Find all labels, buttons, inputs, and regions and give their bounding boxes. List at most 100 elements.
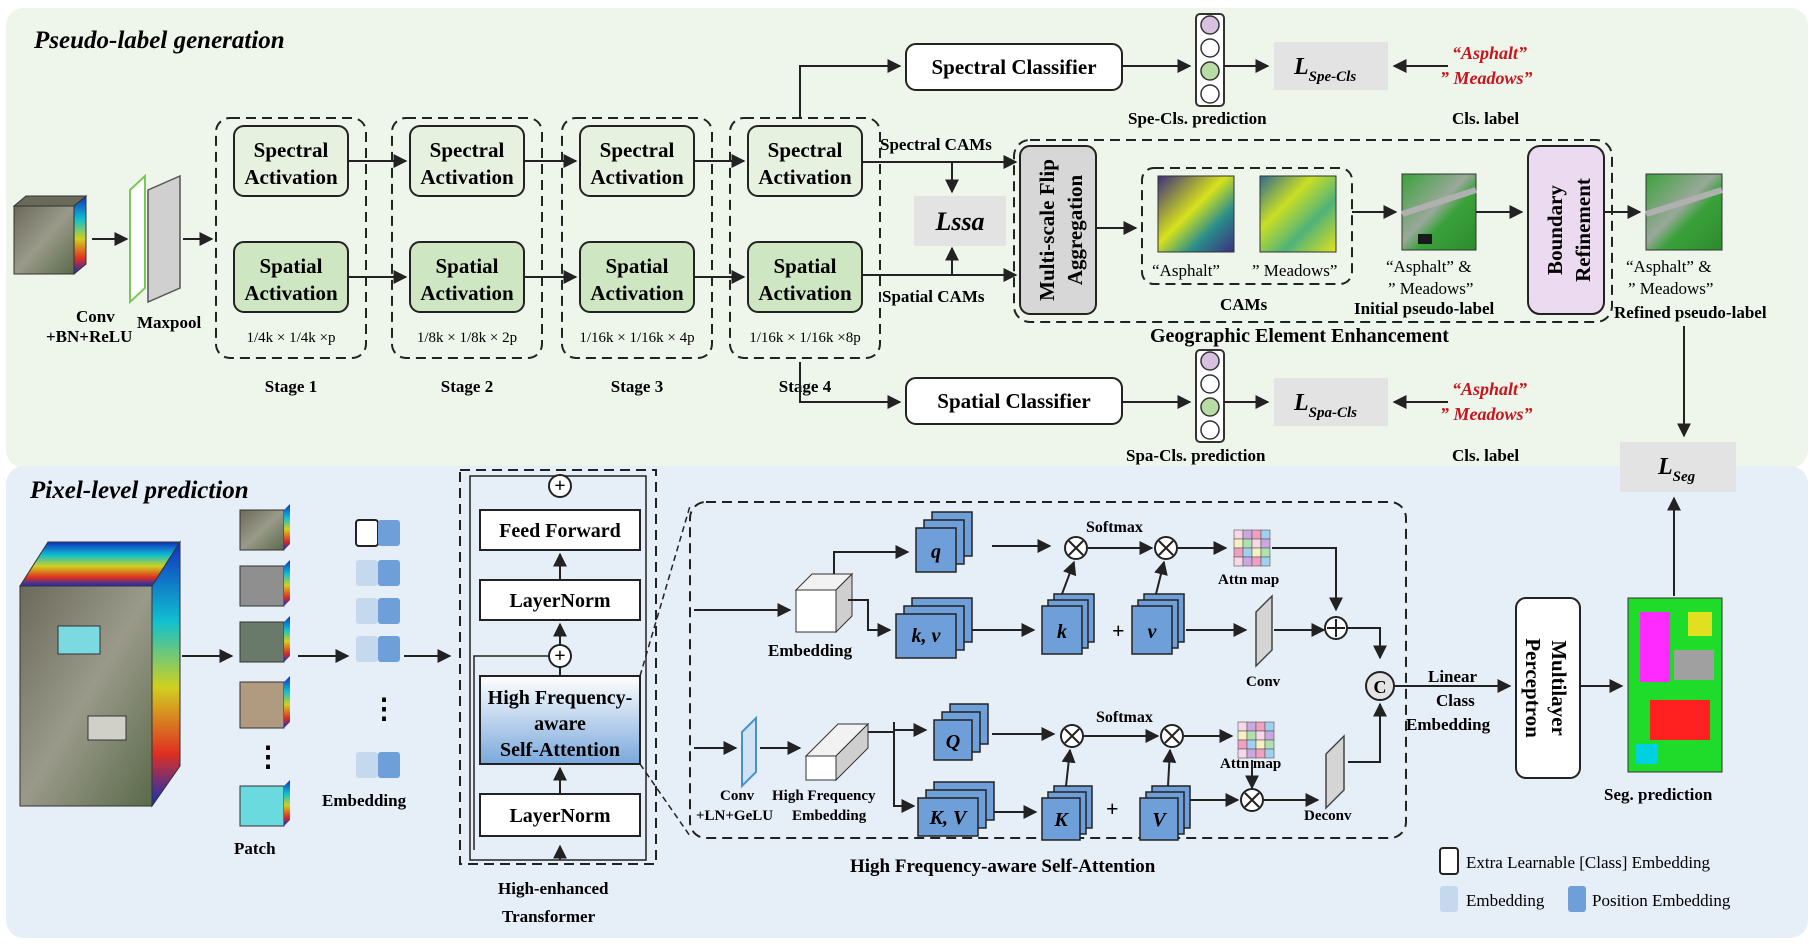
svg-text:+: + — [554, 475, 565, 497]
embedding-tokens — [355, 519, 400, 778]
embedding-cube-icon — [794, 572, 854, 634]
spectral-activation-label-2: Activation — [244, 165, 338, 189]
spectral-cams-label: Spectral CAMs — [880, 135, 992, 154]
conv-label-1: Conv — [76, 307, 115, 326]
loss-spa-cls: LSpa-Cls — [1293, 390, 1357, 421]
gee-label: Geographic Element Enhancement — [1150, 325, 1449, 347]
refined-pl-label: Refined pseudo-label — [1614, 303, 1767, 322]
conv-ln-gelu-plate — [741, 715, 757, 789]
Q-label: Q — [946, 731, 960, 753]
spatial-classifier-label: Spatial Classifier — [937, 389, 1090, 413]
svg-text:+: + — [554, 645, 565, 667]
loss-spe-cls: LSpe-Cls — [1293, 54, 1356, 85]
attn-cell — [1237, 739, 1248, 750]
layernorm-bottom-label: LayerNorm — [509, 805, 610, 827]
feed-forward-box — [479, 509, 641, 551]
spe-cls-prediction-icon — [1195, 13, 1225, 107]
attn-cell — [1237, 721, 1248, 732]
stage-dims: 1/16k × 1/16k ×8p — [749, 330, 861, 346]
softmax-1-label: Softmax — [1086, 519, 1143, 536]
KV-stack — [917, 781, 995, 837]
matmul-5 — [1240, 788, 1264, 812]
spa-red-asphalt: “Asphalt” — [1452, 379, 1527, 399]
input-cube — [12, 194, 88, 276]
spe-cls-prediction-label: Spe-Cls. prediction — [1128, 109, 1267, 128]
lssa-label: Lssa — [934, 207, 984, 236]
spectral-activation-label: Spectral — [254, 138, 329, 162]
attn-map-2-grid — [1237, 721, 1275, 759]
het-dashed-box — [459, 469, 657, 865]
q-label: q — [931, 541, 941, 563]
KV-label: K, V — [929, 807, 968, 829]
attn-cell — [1251, 547, 1262, 558]
msfa-box — [1019, 145, 1097, 315]
spectral-activation-label-2: Activation — [758, 165, 852, 189]
legend-position-label: Position Embedding — [1592, 891, 1731, 910]
cams-group-box — [1141, 167, 1353, 285]
spatial-activation-label: Spatial — [435, 254, 498, 278]
matmul-4 — [1160, 724, 1184, 748]
initial-pl-label: Initial pseudo-label — [1354, 299, 1495, 318]
matmul-2 — [1154, 536, 1178, 560]
attn-cell — [1264, 721, 1275, 732]
add-branch — [1324, 616, 1348, 640]
hf-embedding-cube — [804, 722, 870, 782]
q-stack — [915, 511, 973, 573]
hsi-input-cube — [19, 540, 181, 808]
het-label-2: Transformer — [502, 907, 596, 926]
softmax-2-label: Softmax — [1096, 709, 1153, 726]
spatial-cams-label: Spatial CAMs — [882, 287, 985, 306]
attn-cell — [1246, 730, 1257, 741]
gee-dashed-box — [1013, 139, 1613, 323]
v-stack — [1131, 593, 1185, 655]
mlp-box — [1515, 597, 1581, 779]
cam-asphalt-image — [1157, 175, 1235, 253]
K-stack — [1041, 785, 1093, 841]
attn-map-1-label: Attn map — [1218, 572, 1279, 588]
legend-embedding-swatch — [1440, 886, 1458, 912]
attn-cell — [1264, 748, 1275, 759]
cls-label-1: Cls. label — [1452, 109, 1519, 128]
spatial-activation-label-2: Activation — [244, 281, 338, 305]
cam-meadows-image — [1259, 175, 1337, 253]
spectral-activation-label-2: Activation — [590, 165, 684, 189]
loss-spe-cls-box — [1274, 42, 1388, 90]
spatial-activation-label: Spatial — [605, 254, 668, 278]
stage-label: Stage 2 — [441, 377, 493, 396]
attn-cell — [1260, 529, 1271, 540]
conv-plate — [1255, 594, 1273, 668]
cam-meadows-label: ” Meadows” — [1252, 261, 1337, 280]
attn-cell — [1251, 556, 1262, 567]
spe-red-asphalt: “Asphalt” — [1452, 43, 1527, 63]
boundary-refinement-box — [1527, 145, 1605, 315]
k-label: k — [1057, 621, 1067, 643]
attn-cell — [1260, 547, 1271, 558]
stage-4: SpectralActivationSpatialActivation1/16k… — [729, 117, 884, 396]
attn-cell — [1264, 730, 1275, 741]
cams-label: CAMs — [1220, 295, 1268, 314]
attn-cell — [1233, 547, 1244, 558]
attn-cell — [1260, 556, 1271, 567]
het-label-1: High-enhanced — [498, 879, 609, 898]
attn-cell — [1260, 538, 1271, 549]
spectral-activation-label: Spectral — [768, 138, 843, 162]
attn-cell — [1255, 730, 1266, 741]
attn-cell — [1242, 556, 1253, 567]
matmul-1 — [1064, 536, 1088, 560]
attn-cell — [1251, 538, 1262, 549]
Q-stack — [933, 703, 989, 761]
spatial-activation-box — [747, 241, 863, 313]
plus-kv: + — [1112, 618, 1125, 643]
hfsa-detail-label: High Frequency-aware Self-Attention — [850, 856, 1156, 877]
maxpool-layer — [147, 174, 181, 304]
maxpool-label: Maxpool — [137, 313, 202, 332]
spa-cls-prediction-label: Spa-Cls. prediction — [1126, 446, 1266, 465]
refined-pl-text-2: ” Meadows” — [1628, 279, 1713, 298]
spatial-activation-label-2: Activation — [758, 281, 852, 305]
stage-3: SpectralActivationSpatialActivation1/16k… — [561, 117, 746, 396]
linear-label-3: Embedding — [1406, 715, 1491, 734]
bottom-section-bg — [6, 466, 1808, 938]
